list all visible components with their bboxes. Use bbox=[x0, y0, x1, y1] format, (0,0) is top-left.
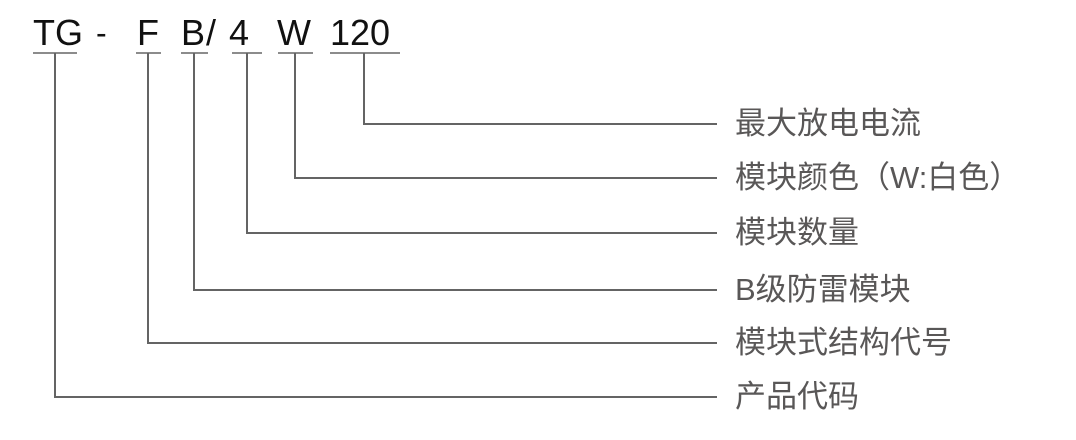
label-class-b-module: B级防雷模块 bbox=[735, 272, 911, 307]
code-segment-f: F bbox=[137, 12, 159, 53]
connector-line-tg bbox=[54, 53, 717, 398]
connector-line-b bbox=[193, 53, 717, 291]
label-module-quantity: 模块数量 bbox=[735, 215, 859, 250]
label-module-color: 模块颜色（W:白色） bbox=[735, 160, 1021, 195]
label-max-discharge-current: 最大放电电流 bbox=[735, 106, 921, 141]
code-segment-b: B bbox=[181, 12, 206, 53]
code-segment-120: 120 bbox=[330, 12, 391, 53]
code-separator-hyphen: - bbox=[96, 15, 107, 51]
code-segment-tg: TG bbox=[33, 12, 83, 53]
code-separator-slash: / bbox=[206, 12, 217, 53]
label-product-code: 产品代码 bbox=[735, 379, 859, 414]
code-segment-w: W bbox=[277, 12, 311, 53]
label-modular-structure-code: 模块式结构代号 bbox=[735, 325, 952, 360]
connector-line-120 bbox=[363, 53, 717, 125]
connector-line-f bbox=[147, 53, 717, 344]
code-segment-4: 4 bbox=[229, 12, 250, 53]
connector-line-w bbox=[294, 53, 717, 179]
connector-line-4 bbox=[246, 53, 717, 234]
underline-120 bbox=[330, 52, 400, 54]
